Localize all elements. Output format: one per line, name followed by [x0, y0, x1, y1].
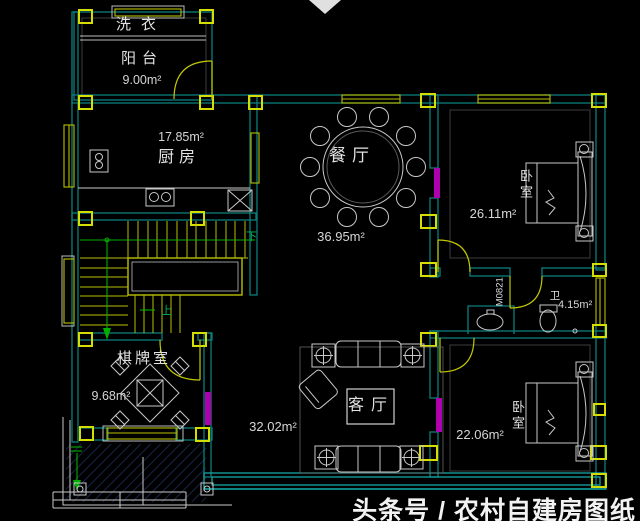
porch [52, 417, 232, 509]
living-label: 客厅 [348, 397, 395, 414]
bedroom-ne-label: 卧室 [518, 169, 533, 201]
dining-label: 餐厅 [329, 146, 375, 165]
laundry-label: 洗衣 [115, 16, 166, 33]
chess-room-area: 9.68m² [91, 389, 131, 403]
south-glass-wall [203, 472, 607, 490]
bathroom-area: 4.15m² [558, 299, 593, 311]
columns [78, 9, 607, 488]
chess-room-label: 棋牌室 [116, 350, 171, 367]
living-area: 32.02m² [249, 419, 297, 434]
white-frames [61, 5, 206, 442]
kitchen-area: 17.85m² [158, 130, 204, 144]
stair-up-label: 上 [161, 305, 172, 317]
porch-hatch [66, 444, 206, 502]
balcony-label: 阳台 [120, 50, 163, 67]
watermark-text: 头条号 / 农村自建房图纸 [352, 497, 636, 521]
bedroom-ne-area: 26.11m² [469, 206, 517, 221]
windows-magenta [205, 168, 442, 432]
dining-area: 36.95m² [317, 229, 365, 244]
bedroom-se-area: 22.06m² [456, 427, 504, 442]
kitchen-label: 厨房 [157, 149, 200, 166]
bedroom-se-label: 卧室 [510, 400, 525, 432]
furniture [78, 107, 594, 474]
north-marker [309, 0, 341, 14]
door-code-label: M0821 [494, 277, 506, 307]
windows-yellow [63, 8, 606, 440]
bathroom-label: 卫 [549, 290, 561, 302]
stair-down-label: 下 [246, 231, 257, 243]
balcony-area: 9.00m² [122, 73, 162, 87]
doors [159, 60, 543, 381]
